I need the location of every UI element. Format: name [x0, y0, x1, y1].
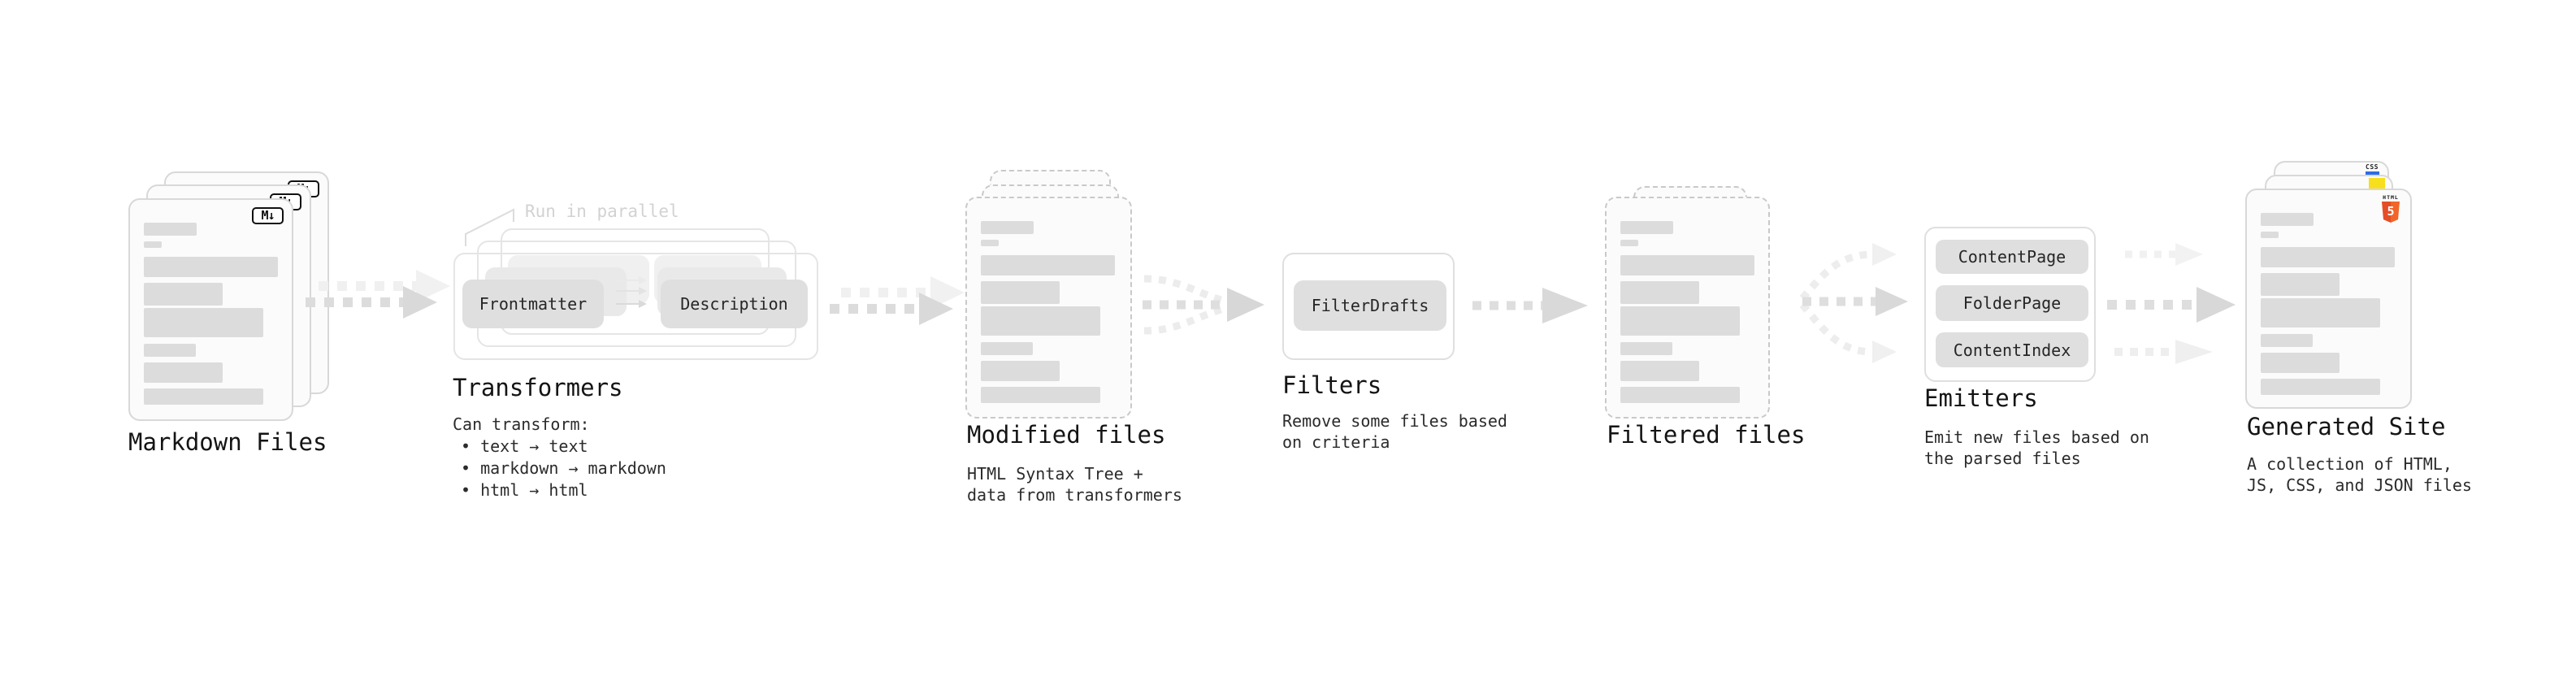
css-icon: CSS	[2364, 164, 2380, 175]
blurb-line: • html → html	[461, 480, 588, 500]
emitters-blurb: Emit new files based on the parsed files	[1924, 427, 2149, 469]
annotation-leader-line	[465, 208, 514, 246]
transformers-label: Transformers	[453, 374, 623, 401]
placeholder-bar	[1620, 221, 1673, 234]
contentindex-pill: ContentIndex	[1936, 332, 2088, 367]
blurb-line: on criteria	[1282, 432, 1390, 452]
document-content-placeholder	[2261, 213, 2395, 395]
placeholder-bar	[144, 362, 223, 383]
placeholder-bar	[2261, 298, 2380, 327]
flow-arrow-markdown-to-transformers	[306, 270, 450, 319]
markdown-files-label: Markdown Files	[128, 428, 327, 456]
placeholder-bar	[1620, 361, 1699, 381]
placeholder-bar	[1620, 255, 1754, 275]
blurb-line: JS, CSS, and JSON files	[2247, 475, 2472, 495]
ghost-arrow	[841, 276, 965, 309]
generated-site-stack: CSS HTML 5	[2245, 158, 2457, 419]
placeholder-bar	[1620, 306, 1740, 336]
html5-icon-shield: 5	[2382, 202, 2400, 223]
filters-label: Filters	[1282, 371, 1382, 399]
transformers-blurb: Can transform: • text → text • markdown …	[453, 414, 666, 501]
placeholder-bar	[981, 342, 1033, 355]
placeholder-bar	[144, 257, 278, 277]
placeholder-bar	[981, 306, 1100, 336]
blurb-line: Can transform:	[453, 414, 590, 434]
placeholder-bar	[981, 255, 1115, 275]
placeholder-bar	[144, 241, 162, 248]
placeholder-bar	[2261, 334, 2313, 347]
blurb-line: Emit new files based on	[1924, 427, 2149, 447]
document-content-placeholder	[1620, 221, 1754, 403]
contentpage-pill: ContentPage	[1936, 240, 2088, 274]
flow-arrow-filtered-to-emitters	[1799, 243, 1908, 363]
parallel-arrows-icon	[616, 276, 647, 308]
description-pill: Description	[661, 280, 808, 328]
filtered-files-stack	[1605, 183, 1808, 427]
run-in-parallel-annotation: Run in parallel	[525, 202, 679, 221]
placeholder-bar	[144, 388, 263, 405]
placeholder-bar	[144, 283, 223, 306]
blurb-line: A collection of HTML,	[2247, 454, 2452, 474]
filterdrafts-pill: FilterDrafts	[1294, 280, 1446, 331]
markdown-icon: M↓	[252, 207, 284, 224]
blurb-line: the parsed files	[1924, 449, 2081, 468]
markdown-files-stack: M↓ M↓ M↓	[128, 158, 340, 427]
placeholder-bar	[2261, 232, 2279, 238]
blurb-line: • text → text	[461, 436, 588, 456]
placeholder-bar	[981, 240, 999, 246]
emitters-label: Emitters	[1924, 384, 2038, 412]
document-content-placeholder	[981, 221, 1115, 403]
css-icon-label: CSS	[2366, 163, 2379, 171]
document-content-placeholder	[144, 223, 278, 405]
flow-arrow-filters-to-filtered	[1472, 288, 1588, 323]
filtered-files-label: Filtered files	[1607, 421, 1806, 449]
transformers-group: Run in parallel Frontmatter Description	[453, 200, 843, 375]
emitters-card: ContentPage FolderPage ContentIndex	[1924, 227, 2096, 382]
css-icon-underline	[2365, 171, 2379, 175]
placeholder-bar	[2261, 379, 2380, 395]
filtered-file-card	[1605, 197, 1770, 419]
modified-file-card	[965, 197, 1132, 419]
flow-arrow-transformers-to-modified	[830, 276, 965, 325]
blurb-line: HTML Syntax Tree +	[967, 464, 1143, 484]
blurb-line: data from transformers	[967, 485, 1182, 505]
flow-arrow-modified-to-filters	[1143, 275, 1264, 335]
placeholder-bar	[981, 221, 1034, 234]
placeholder-bar	[981, 361, 1060, 381]
frontmatter-pill: Frontmatter	[462, 280, 604, 328]
modified-files-blurb: HTML Syntax Tree + data from transformer…	[967, 463, 1182, 505]
markdown-file-card: M↓	[128, 198, 293, 421]
placeholder-bar	[2261, 213, 2314, 226]
placeholder-bar	[2261, 353, 2340, 373]
html-file-card: HTML 5	[2245, 189, 2412, 409]
filters-blurb: Remove some files based on criteria	[1282, 410, 1507, 453]
transformer-container-front	[453, 253, 818, 360]
placeholder-bar	[1620, 281, 1699, 304]
ghost-arrow	[319, 270, 450, 302]
flow-arrows-emitters-to-generated	[2107, 243, 2236, 364]
placeholder-bar	[2261, 247, 2395, 267]
placeholder-bar	[1620, 240, 1638, 246]
placeholder-bar	[144, 223, 197, 236]
javascript-icon	[2369, 178, 2385, 189]
placeholder-bar	[981, 387, 1100, 403]
filters-card: FilterDrafts	[1282, 253, 1455, 360]
blurb-line: Remove some files based	[1282, 411, 1507, 431]
modified-files-label: Modified files	[967, 421, 1166, 449]
placeholder-bar	[2261, 273, 2340, 296]
html5-icon-word: HTML	[2383, 194, 2399, 201]
placeholder-bar	[1620, 387, 1740, 403]
modified-files-stack	[965, 167, 1177, 427]
placeholder-bar	[144, 344, 196, 357]
generated-site-label: Generated Site	[2247, 413, 2446, 440]
placeholder-bar	[981, 281, 1060, 304]
blurb-line: • markdown → markdown	[461, 458, 666, 478]
html5-icon: HTML 5	[2381, 194, 2400, 223]
generated-site-blurb: A collection of HTML, JS, CSS, and JSON …	[2247, 453, 2472, 496]
folderpage-pill: FolderPage	[1936, 285, 2088, 321]
placeholder-bar	[144, 308, 263, 337]
placeholder-bar	[1620, 342, 1672, 355]
